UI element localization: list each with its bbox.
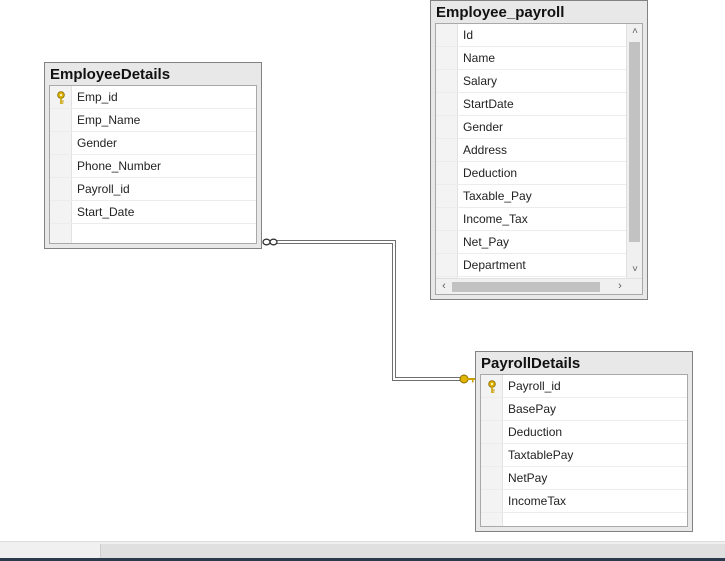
row-selector[interactable]	[436, 47, 458, 69]
column-name: NetPay	[508, 471, 548, 485]
column-row[interactable]: NetPay	[481, 467, 687, 490]
column-row[interactable]: Gender	[50, 132, 256, 155]
scroll-down-icon[interactable]: ˅	[632, 264, 638, 275]
row-selector[interactable]	[50, 109, 72, 131]
column-row[interactable]: Start_Date	[50, 201, 256, 224]
column-row[interactable]: Address	[436, 139, 626, 162]
column-row[interactable]: Payroll_id	[50, 178, 256, 201]
row-selector[interactable]	[436, 231, 458, 253]
row-selector[interactable]	[436, 24, 458, 46]
scrollbar-thumb[interactable]	[629, 42, 640, 242]
scroll-right-icon[interactable]: ›	[618, 280, 622, 292]
row-selector[interactable]	[436, 70, 458, 92]
row-selector[interactable]	[436, 185, 458, 207]
column-name: Net_Pay	[463, 235, 510, 249]
column-name: Payroll_id	[508, 379, 561, 393]
column-row[interactable]: Taxable_Pay	[436, 185, 626, 208]
column-row[interactable]: StartDate	[436, 93, 626, 116]
column-row[interactable]: Gender	[436, 116, 626, 139]
one-end-key-icon	[459, 374, 475, 384]
row-selector[interactable]	[436, 93, 458, 115]
row-selector[interactable]	[50, 201, 72, 223]
empty-row[interactable]	[50, 224, 256, 243]
column-row[interactable]: Income_Tax	[436, 208, 626, 231]
column-name: Emp_Name	[77, 113, 141, 127]
column-name: Id	[463, 28, 474, 42]
column-name: Deduction	[463, 166, 518, 180]
scrollbar-thumb[interactable]	[100, 544, 725, 558]
row-selector[interactable]	[436, 139, 458, 161]
row-selector[interactable]	[436, 208, 458, 230]
column-name: Emp_id	[77, 90, 118, 104]
empty-row[interactable]	[481, 513, 687, 526]
column-name: Taxable_Pay	[463, 189, 532, 203]
row-selector[interactable]	[436, 254, 458, 276]
scrollbar-thumb[interactable]	[452, 282, 600, 292]
row-selector[interactable]	[481, 398, 503, 420]
row-selector[interactable]	[481, 513, 503, 526]
many-end-infinity-icon	[262, 238, 278, 246]
column-row[interactable]: Deduction	[481, 421, 687, 444]
column-row[interactable]: TaxtablePay	[481, 444, 687, 467]
column-name: Address	[463, 143, 508, 157]
column-row[interactable]: Phone_Number	[50, 155, 256, 178]
column-name: Deduction	[508, 425, 563, 439]
window-edge	[0, 558, 725, 561]
horizontal-scrollbar[interactable]: ‹ ›	[436, 278, 642, 294]
column-row[interactable]: BasePay	[481, 398, 687, 421]
row-selector[interactable]	[481, 421, 503, 443]
diagram-horizontal-scrollbar[interactable]	[0, 541, 725, 559]
table-title: EmployeeDetails	[50, 66, 171, 83]
column-row[interactable]: Department	[436, 254, 626, 277]
column-name: Phone_Number	[77, 159, 162, 173]
table-title: PayrollDetails	[481, 355, 581, 372]
column-row[interactable]: IncomeTax	[481, 490, 687, 513]
row-selector[interactable]	[481, 467, 503, 489]
table-title: Employee_payroll	[436, 4, 565, 21]
column-row[interactable]: Emp_Name	[50, 109, 256, 132]
column-name: TaxtablePay	[508, 448, 574, 462]
column-row[interactable]: Emp_id	[50, 86, 256, 109]
row-selector[interactable]	[50, 178, 72, 200]
column-row[interactable]: Deduction	[436, 162, 626, 185]
column-name: BasePay	[508, 402, 557, 416]
column-row[interactable]: Net_Pay	[436, 231, 626, 254]
vertical-scrollbar[interactable]: ˄ ˅	[626, 24, 642, 278]
row-selector[interactable]	[436, 162, 458, 184]
row-selector[interactable]	[50, 132, 72, 154]
column-name: Payroll_id	[77, 182, 130, 196]
row-selector[interactable]	[50, 155, 72, 177]
column-row[interactable]: Salary	[436, 70, 626, 93]
scroll-up-icon[interactable]: ˄	[632, 26, 638, 37]
row-selector[interactable]	[481, 444, 503, 466]
column-name: Income_Tax	[463, 212, 528, 226]
key-icon	[55, 90, 67, 104]
column-name: Department	[463, 258, 526, 272]
row-selector[interactable]	[481, 490, 503, 512]
key-icon	[486, 379, 498, 393]
column-name: IncomeTax	[508, 494, 567, 508]
column-name: Salary	[463, 74, 498, 88]
scroll-left-icon[interactable]: ‹	[442, 280, 446, 292]
column-row[interactable]: Id	[436, 24, 626, 47]
column-row[interactable]: Name	[436, 47, 626, 70]
column-name: Gender	[77, 136, 118, 150]
column-name: Gender	[463, 120, 504, 134]
row-selector[interactable]	[436, 116, 458, 138]
column-row[interactable]: Payroll_id	[481, 375, 687, 398]
column-name: Name	[463, 51, 496, 65]
row-selector[interactable]	[50, 224, 72, 243]
column-name: StartDate	[463, 97, 514, 111]
column-name: Start_Date	[77, 205, 135, 219]
